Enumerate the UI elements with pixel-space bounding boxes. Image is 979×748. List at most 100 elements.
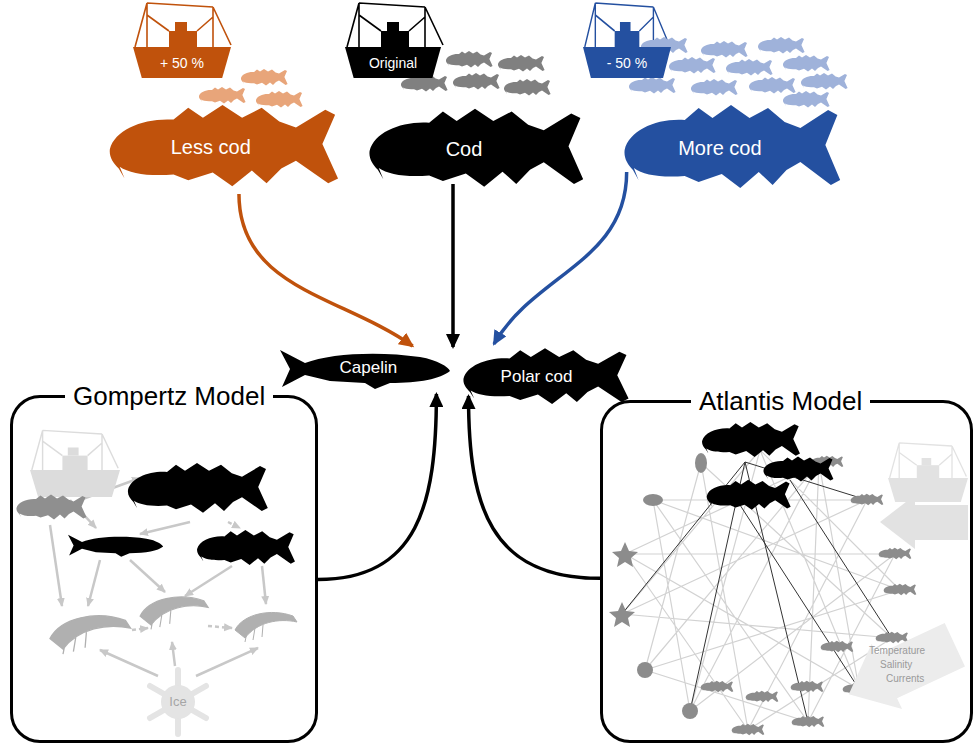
fishing-boats-part [347, 3, 443, 47]
catch-fish-part [783, 91, 830, 108]
shape-fill [345, 47, 441, 78]
atlantis-foodweb-part-part [746, 691, 779, 703]
shape-fill [624, 105, 840, 188]
node-label: - 50 % [607, 54, 647, 70]
atlantis-foodweb-part-part [792, 716, 825, 728]
driver-label: Salinity [880, 659, 912, 671]
influence-arrow [318, 394, 436, 579]
node-label: Less cod [171, 136, 251, 159]
catch-fish-part [691, 79, 738, 96]
catch-fish [199, 37, 848, 108]
gompertz-foodweb-part-part [208, 626, 232, 628]
influence-arrow [451, 184, 455, 347]
catch-fish-part [504, 79, 551, 96]
catch-fish-part [446, 51, 493, 68]
panel-title: Atlantis Model [691, 387, 870, 417]
atlantis-foodweb-part [888, 443, 968, 502]
gompertz-foodweb-part-part [130, 560, 165, 592]
shape-fill [280, 350, 450, 389]
catch-fish-part [498, 55, 545, 72]
atlantis-foodweb-part-part [791, 681, 824, 693]
atlantis-foodweb-part-part [701, 681, 734, 693]
atlantis-foodweb-part-part [879, 548, 912, 560]
gompertz-foodweb-part [68, 535, 163, 557]
gompertz-foodweb-part [235, 612, 297, 642]
gompertz-foodweb-part [50, 478, 266, 676]
gompertz-foodweb-part-part [228, 522, 240, 528]
atlantis-foodweb-part [702, 422, 800, 457]
gompertz-foodweb [16, 430, 297, 734]
atlantis-foodweb-part-part [834, 612, 970, 727]
capelin-fish: Capelin [280, 345, 450, 390]
panel-title: Gompertz Model [65, 382, 273, 412]
catch-fish-part [453, 73, 500, 90]
atlantis-foodweb [609, 422, 970, 735]
gompertz-foodweb-part-part [132, 628, 148, 630]
gompertz-foodweb-part [140, 597, 208, 629]
atlantis-foodweb-part-part [884, 584, 917, 596]
shape-fill [110, 105, 338, 186]
catch-fish-part [629, 77, 676, 94]
gompertz-foodweb-part [128, 463, 268, 513]
gompertz-foodweb-part-part [50, 525, 62, 606]
node-label: Capelin [340, 358, 398, 378]
node-label: More cod [678, 137, 761, 160]
shape-fill [369, 109, 583, 187]
node-label: Polar cod [501, 367, 573, 387]
atlantis-foodweb-part [763, 457, 833, 482]
polar-cod-fish: Polar cod [460, 345, 630, 412]
catch-fish-part [256, 91, 303, 108]
catch-fish-part [758, 37, 805, 54]
atlantis-foodweb-part [707, 480, 791, 510]
atlantis-foodweb-part-part [851, 494, 884, 506]
gompertz-foodweb-part [150, 670, 206, 734]
influence-arrow [494, 172, 627, 344]
shape-fill [463, 348, 628, 404]
gompertz-foodweb-part [197, 530, 295, 565]
catch-fish-part [669, 57, 716, 74]
atlantis-foodweb-part [834, 612, 970, 727]
catch-fish-part [701, 41, 748, 58]
influence-arrow [239, 194, 413, 346]
gompertz-foodweb-part-part [140, 522, 190, 534]
ice-label: Ice [169, 695, 186, 710]
atlantis-foodweb-part-part [643, 494, 663, 506]
node-label: Original [369, 54, 417, 70]
catch-fish-part [801, 73, 848, 90]
atlantis-foodweb-part [880, 495, 968, 549]
catch-fish-part [199, 87, 246, 104]
fishing-boats [135, 3, 669, 47]
driver-label: Currents [886, 673, 924, 685]
gompertz-foodweb-part-part [196, 648, 258, 676]
gompertz-foodweb-part [16, 495, 86, 520]
shape-fill [583, 47, 671, 78]
gompertz-foodweb-part-part [262, 566, 266, 604]
atlantis-foodweb-part-part [821, 641, 854, 653]
gompertz-foodweb-part-part [88, 560, 100, 606]
gompertz-foodweb-part [50, 616, 131, 654]
catch-fish-part [783, 55, 830, 72]
atlantis-foodweb-part-part [695, 453, 707, 473]
atlantis-foodweb-part-part [682, 703, 698, 719]
node-label: Cod [446, 138, 483, 161]
atlantis-foodweb-part-part [876, 632, 909, 644]
shape-fill [133, 47, 231, 78]
gompertz-foodweb-part-part [185, 566, 232, 596]
atlantis-foodweb-part-part [612, 542, 638, 567]
model-panel: Gompertz Model [10, 395, 318, 743]
boat-hull: - 50 % [583, 47, 671, 78]
cod-fish: Less cod [105, 100, 340, 198]
boat-hull: Original [345, 47, 441, 78]
driver-label: Temperature [869, 645, 925, 657]
boat-hull: + 50 % [133, 47, 231, 78]
fishing-boats-part [135, 3, 231, 47]
catch-fish-part [726, 59, 773, 76]
model-panel: Atlantis Model [600, 400, 973, 743]
atlantis-foodweb-part-part [732, 724, 765, 736]
atlantis-foodweb-part [622, 462, 892, 722]
gompertz-foodweb-part-part [100, 650, 158, 676]
node-label: + 50 % [160, 54, 204, 70]
gompertz-foodweb-part-part [172, 642, 175, 666]
influence-arrow [469, 396, 601, 578]
